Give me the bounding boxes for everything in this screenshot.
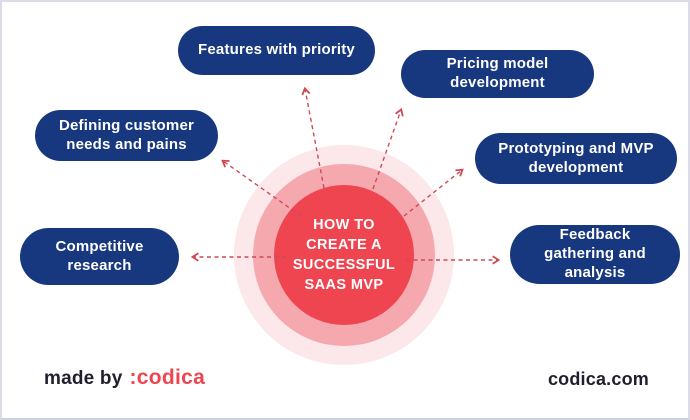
- step-pill-defining-customer-needs: Defining customer needs and pains: [35, 110, 218, 161]
- made-by-attribution: made by :codica: [44, 366, 205, 390]
- step-pill-label: Prototyping and MVP development: [498, 139, 654, 176]
- codica-logo: :codica: [129, 366, 206, 389]
- center-title-line: SAAS MVP: [304, 277, 384, 293]
- center-red-circle: [274, 185, 414, 325]
- step-pill-label: Defining customer needs and pains: [58, 116, 195, 153]
- arrow-to-features: [301, 86, 325, 189]
- step-pill-features-with-priority: Features with priority: [178, 26, 375, 75]
- step-pill-prototyping-mvp-development: Prototyping and MVP development: [475, 133, 677, 184]
- center-title: HOW TO CREATE A SUCCESSFUL SAAS MVP: [269, 185, 419, 325]
- center-title-line: SUCCESSFUL: [292, 257, 396, 273]
- step-pill-pricing-model-development: Pricing model development: [401, 50, 594, 98]
- step-pill-competitive-research: Competitive research: [20, 228, 179, 285]
- step-pill-feedback-gathering-analysis: Feedback gathering and analysis: [510, 225, 680, 284]
- center-title-line: CREATE A: [306, 237, 382, 253]
- arrow-to-prototyping: [403, 168, 464, 217]
- website-url: codica.com: [547, 369, 649, 389]
- arrow-to-pricing: [372, 107, 404, 190]
- arrow-to-defining: [221, 159, 302, 217]
- step-pill-label: Feedback gathering and analysis: [544, 226, 646, 281]
- step-pill-label: Features with priority: [198, 41, 355, 59]
- made-by-label: made by: [44, 368, 123, 389]
- step-pill-label: Pricing model development: [446, 55, 549, 91]
- center-title-line: HOW TO: [313, 217, 375, 233]
- step-pill-label: Competitive research: [55, 237, 144, 274]
